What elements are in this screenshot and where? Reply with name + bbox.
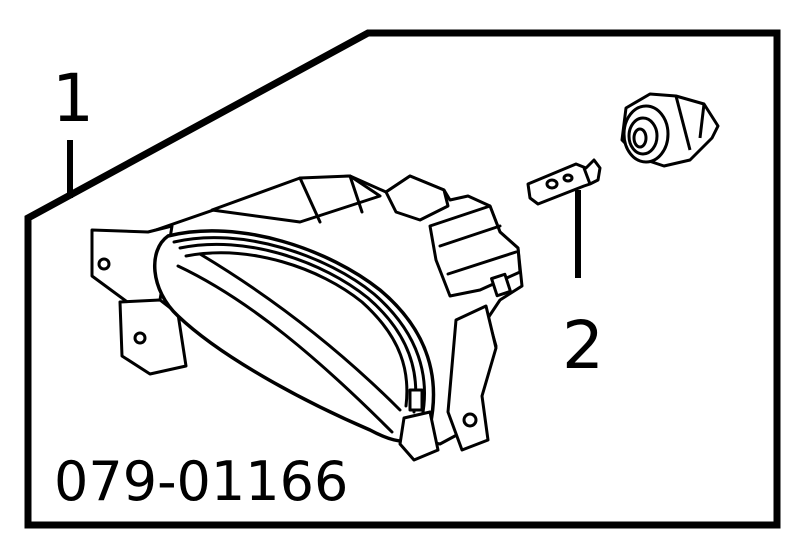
bracket-hole (97, 257, 111, 271)
bulb-illustration (526, 158, 602, 206)
lower-mount-bracket (118, 298, 188, 376)
housing-edge (438, 224, 502, 248)
bulb-filament (545, 178, 559, 190)
callout-2-label: 2 (562, 307, 604, 384)
diagram-frame (24, 29, 781, 529)
lamp-lens-ring (184, 251, 409, 408)
rib-line (348, 174, 364, 214)
callout-1-label: 1 (52, 60, 94, 137)
rib-line (298, 176, 322, 224)
housing-edge (446, 250, 518, 276)
part-number: 079-01166 (54, 450, 348, 513)
bulb-body (526, 158, 602, 206)
bracket-hole-right (462, 412, 478, 428)
housing-connector-slot (490, 272, 512, 298)
socket-edge (698, 103, 706, 139)
housing-top-rib (210, 174, 382, 224)
socket-edge (674, 95, 692, 151)
lens-reflection-line (198, 252, 402, 412)
right-side-bracket (446, 304, 498, 452)
lower-fixing-tab (398, 410, 440, 462)
bracket-hole-lower (133, 331, 147, 345)
lamp-lens-ring (178, 242, 418, 414)
lens-reflection-line (176, 264, 394, 434)
lamp-lens-ring (172, 236, 426, 420)
housing-boss-top (384, 174, 450, 222)
bulb-base-line (582, 167, 592, 185)
socket-illustration (620, 92, 720, 168)
fog-lamp-illustration (90, 174, 524, 462)
socket-ring-core (632, 127, 648, 149)
tab-detail (408, 388, 424, 412)
bulb-filament (562, 173, 574, 183)
